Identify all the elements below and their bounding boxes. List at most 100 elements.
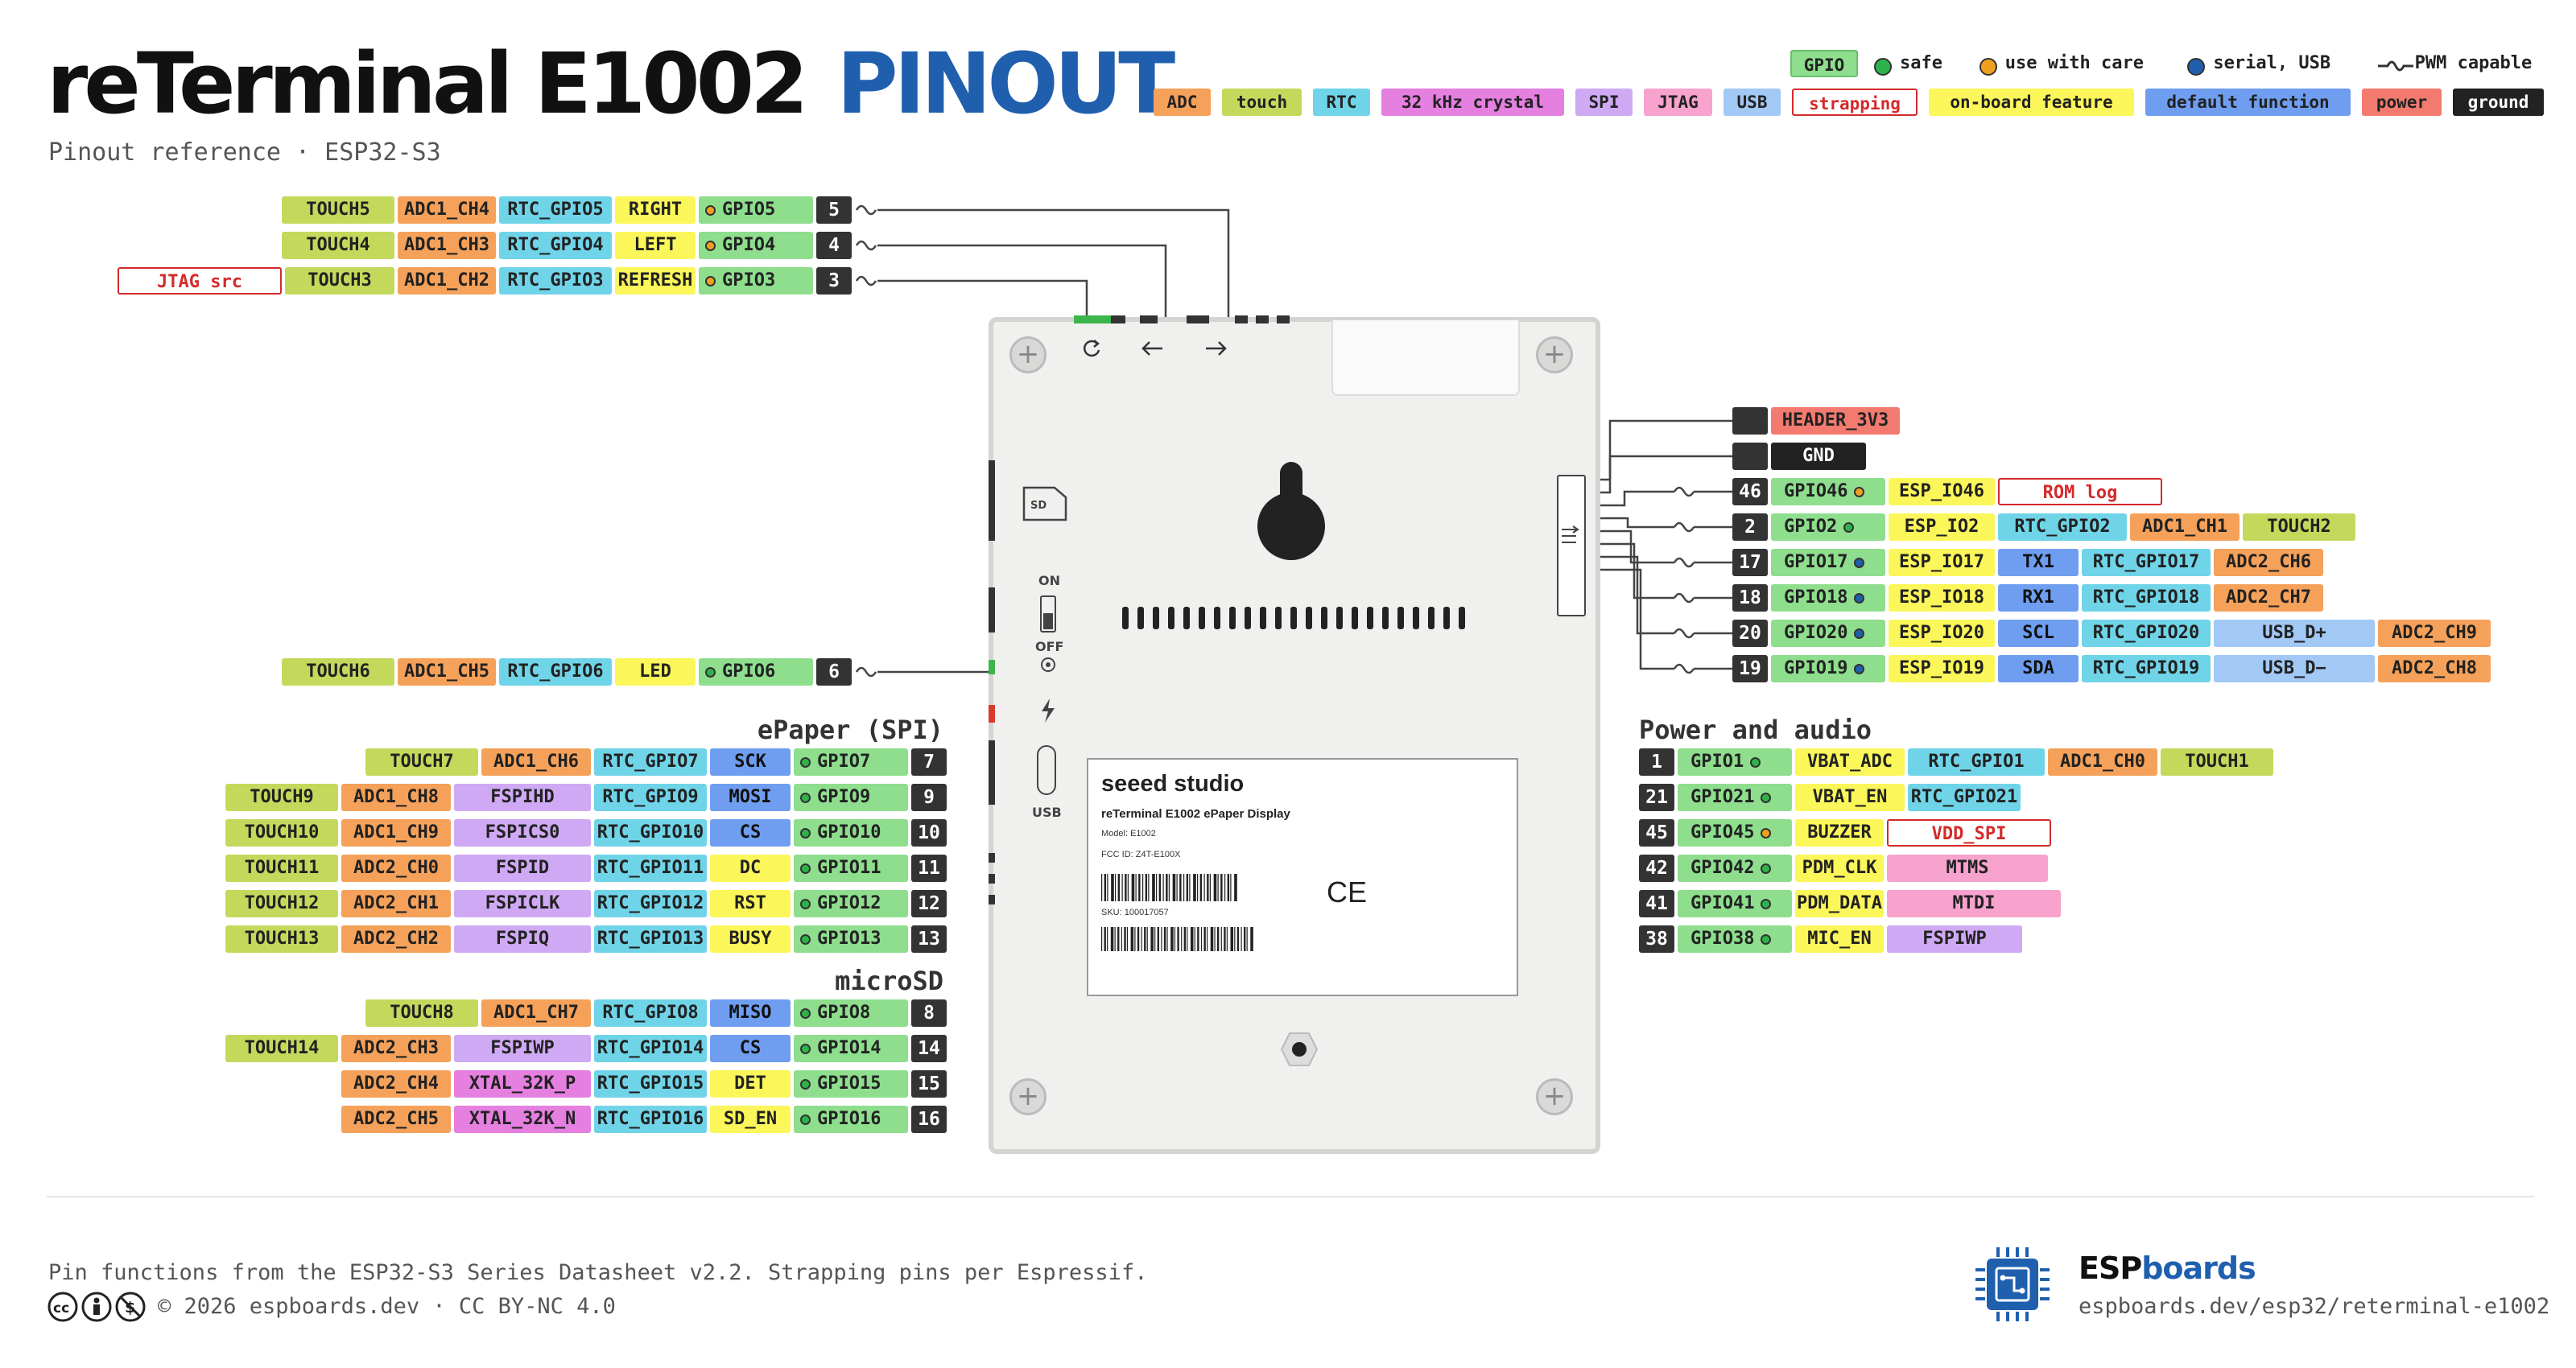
footer-source: Pin functions from the ESP32-S3 Series D… <box>48 1260 1148 1285</box>
refresh-button[interactable] <box>1074 315 1111 323</box>
vent-slot <box>1183 607 1190 629</box>
left-button[interactable] <box>1140 315 1158 323</box>
footer-url[interactable]: espboards.dev/esp32/reterminal-e1002 <box>2079 1294 2550 1319</box>
touch-label: TOUCH7 <box>365 748 478 776</box>
heading-epaper: ePaper (SPI) <box>757 715 943 745</box>
adc-label: ADC1_CH5 <box>398 658 496 686</box>
gpio-name: GPIO45 <box>1690 822 1755 843</box>
onboard-label: DC <box>710 855 791 882</box>
gpio-label: GPIO1 <box>1678 748 1792 776</box>
vent-slot <box>1260 607 1266 629</box>
vent-slot <box>1352 607 1358 629</box>
ground-label: GND <box>1771 443 1866 470</box>
button-segment <box>1111 315 1125 323</box>
right-button[interactable] <box>1187 315 1209 323</box>
rtc-label: RTC_GPIO16 <box>594 1106 707 1133</box>
spi-label: FSPICLK <box>454 890 591 917</box>
pin-number: 17 <box>1732 549 1768 576</box>
safe-dot-icon <box>800 898 811 909</box>
vent-slot <box>1214 607 1220 629</box>
power-switch[interactable] <box>1040 595 1056 632</box>
gpio-name: GPIO11 <box>817 858 881 878</box>
ce-mark: CE <box>1327 876 1368 909</box>
footer-brand[interactable]: ESPboards <box>2079 1251 2256 1286</box>
adc-label: ADC1_CH7 <box>481 999 591 1027</box>
gpio-label: GPIO8 <box>794 999 908 1027</box>
touch-label: TOUCH2 <box>2243 513 2355 541</box>
rtc-label: RTC_GPIO9 <box>594 784 707 811</box>
power-label: HEADER_3V3 <box>1771 407 1900 435</box>
arrow-left-icon <box>1141 341 1162 356</box>
jtag-label: MTDI <box>1887 890 2061 917</box>
default-label: SCL <box>1998 620 2079 647</box>
vent-slot <box>1321 607 1327 629</box>
default-label: MOSI <box>710 784 791 811</box>
rtc-label: RTC_GPIO18 <box>2082 584 2211 612</box>
screw-icon: + <box>1536 1078 1573 1115</box>
wire <box>1583 542 1732 600</box>
touch-label: TOUCH4 <box>282 232 394 259</box>
heading-power-audio: Power and audio <box>1639 715 1872 745</box>
gpio-name: GPIO42 <box>1690 858 1755 878</box>
pwm-icon <box>855 240 877 251</box>
arrow-right-icon <box>1206 341 1227 356</box>
gpio-label: GPIO11 <box>794 855 908 882</box>
side-mark <box>989 874 995 884</box>
safe-dot-icon <box>1761 933 1772 945</box>
gpio-label: GPIO13 <box>794 925 908 953</box>
gpio-label: GPIO17 <box>1771 549 1885 576</box>
pin-number: 13 <box>911 925 947 953</box>
tripod-nut-icon <box>1280 1032 1319 1066</box>
gpio-label: GPIO12 <box>794 890 908 917</box>
safe-dot-icon <box>1761 792 1772 803</box>
legend-text: safe <box>1900 53 1942 73</box>
touch-label: TOUCH9 <box>225 784 338 811</box>
gpio-name: GPIO1 <box>1690 752 1744 772</box>
pin-number: 38 <box>1639 925 1674 953</box>
touch-label: TOUCH8 <box>365 999 478 1027</box>
vent-slot <box>1153 607 1159 629</box>
onboard-label: RST <box>710 890 791 917</box>
spi-label: FSPIQ <box>454 925 591 953</box>
gpio-label: GPIO20 <box>1771 620 1885 647</box>
spi-label: FSPIWP <box>1887 925 2022 953</box>
pin-number: 11 <box>911 855 947 882</box>
pin-number: 46 <box>1732 478 1768 505</box>
legend-chip: on-board feature <box>1929 89 2134 116</box>
safe-dot-icon <box>800 1114 811 1125</box>
touch-label: TOUCH3 <box>285 267 394 295</box>
button-segment <box>1277 315 1290 323</box>
safe-dot-icon <box>800 863 811 874</box>
vent-slot <box>1137 607 1144 629</box>
vent-slot <box>1290 607 1297 629</box>
gpio-label: GPIO3 <box>699 267 813 295</box>
usb-label: USB_D− <box>2214 655 2375 682</box>
legend-chip: strapping <box>1792 89 1918 116</box>
pin-number: 21 <box>1639 784 1674 811</box>
xtal-label: XTAL_32K_P <box>454 1070 591 1098</box>
safe-dot-icon <box>800 933 811 945</box>
care-dot-icon <box>705 275 716 286</box>
touch-label: TOUCH12 <box>225 890 338 917</box>
pin-number: 14 <box>911 1035 947 1062</box>
gpio-name: GPIO5 <box>722 200 776 220</box>
onboard-label: VBAT_ADC <box>1795 748 1905 776</box>
gpio-label: GPIO18 <box>1771 584 1885 612</box>
default-label: RX1 <box>1998 584 2079 612</box>
screw-icon: + <box>1009 336 1046 373</box>
pin-number: 12 <box>911 890 947 917</box>
legend-chip: touch <box>1222 89 1302 116</box>
onboard-label: ESP_IO20 <box>1889 620 1995 647</box>
onboard-label: PDM_CLK <box>1795 855 1884 882</box>
legend-chip: ground <box>2453 89 2544 116</box>
adc-label: ADC2_CH8 <box>2378 655 2491 682</box>
pin-number: 7 <box>911 748 947 776</box>
rtc-label: RTC_GPIO15 <box>594 1070 707 1098</box>
rtc-label: RTC_GPIO5 <box>499 196 612 224</box>
usb-port[interactable] <box>1037 745 1056 795</box>
sticker-brand: seeed studio <box>1101 771 1245 797</box>
legend-chip: SPI <box>1575 89 1633 116</box>
brand-part-b: boards <box>2141 1251 2256 1286</box>
gpio-name: GPIO18 <box>1784 587 1848 608</box>
